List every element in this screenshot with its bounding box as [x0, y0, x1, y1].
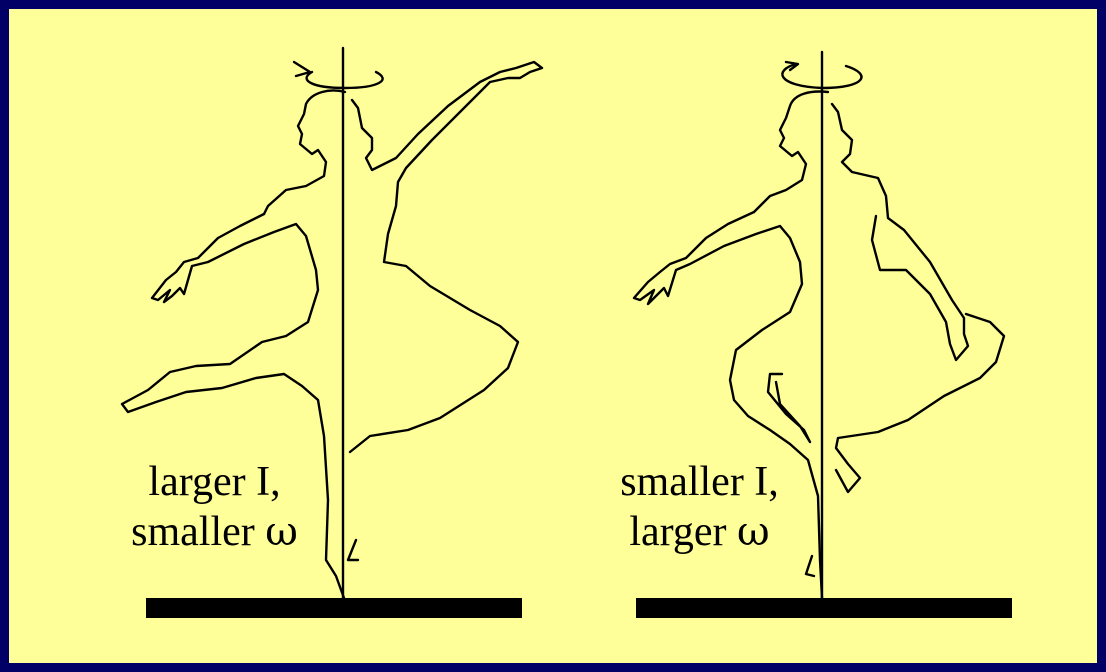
left-dancer-raised-arm	[350, 62, 542, 452]
left-dancer-head	[264, 91, 345, 215]
omega-symbol: ω	[737, 509, 770, 555]
right-caption-line1: smaller I,	[597, 457, 802, 507]
dancers-diagram	[9, 9, 1097, 663]
right-caption-line2: larger ω	[597, 507, 802, 557]
right-dancer-skirt	[836, 314, 1004, 492]
right-caption-line2-text: larger	[629, 509, 737, 555]
omega-symbol: ω	[265, 509, 298, 555]
right-dancer-head	[754, 92, 828, 212]
left-floor-bar	[146, 598, 522, 618]
left-caption-line2: smaller ω	[112, 507, 317, 557]
left-dancer-caption: larger I, smaller ω	[112, 457, 317, 557]
left-caption-line1: larger I,	[112, 457, 317, 507]
right-dancer-caption: smaller I, larger ω	[597, 457, 802, 557]
right-dancer-tucked-arm	[832, 104, 968, 360]
left-rotation-arrow-icon	[307, 72, 383, 88]
slide-canvas: larger I, smaller ω smaller I, larger ω	[9, 9, 1097, 663]
left-caption-line2-text: smaller	[131, 509, 265, 555]
right-floor-bar	[636, 598, 1012, 618]
